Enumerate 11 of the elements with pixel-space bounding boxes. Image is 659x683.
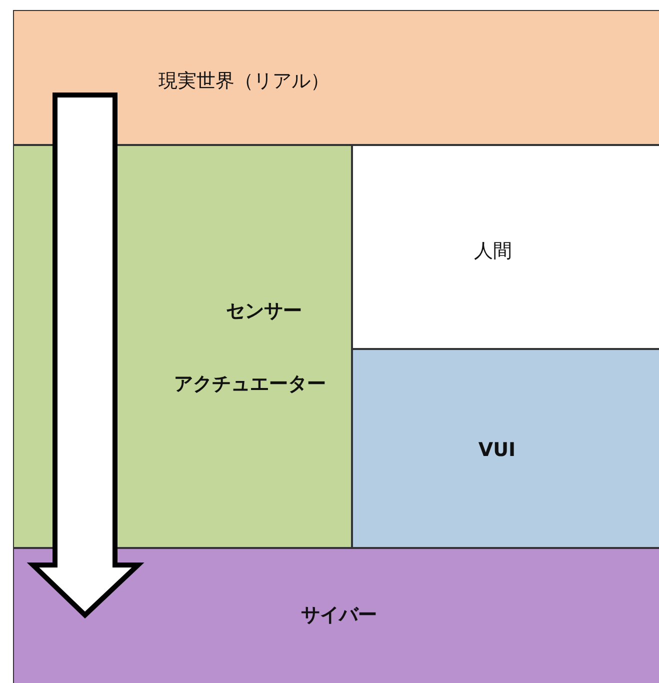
- layer-panel: [352, 349, 659, 548]
- block-arrow: [26, 92, 144, 618]
- layer-label: アクチュエーター: [174, 372, 326, 397]
- layer-label: サイバー: [301, 603, 377, 628]
- layer-label: 人間: [474, 239, 512, 264]
- layer-label: VUI: [478, 439, 516, 461]
- layer-label: センサー: [226, 299, 302, 324]
- layer-label: 現実世界（リアル）: [158, 69, 330, 94]
- layer-band: [13, 548, 659, 683]
- layer-band: [13, 10, 659, 145]
- layer-panel: [352, 145, 659, 349]
